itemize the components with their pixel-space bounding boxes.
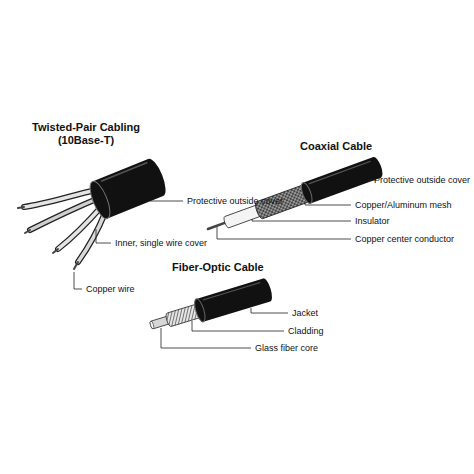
part-label: Cladding (288, 326, 324, 337)
part-label: Copper/Aluminum mesh (355, 200, 452, 211)
part-label: Copper wire (86, 284, 135, 295)
cable-title: Twisted-Pair Cabling (10Base-T) (20, 121, 152, 147)
leader-lines (74, 180, 376, 348)
part-label: Copper center conductor (355, 234, 454, 245)
part-label: Protective outside cover (374, 175, 470, 186)
cable-title: Fiber-Optic Cable (172, 261, 264, 274)
part-label: Jacket (292, 308, 318, 319)
part-label: Insulator (355, 216, 390, 227)
fiber-optic-cable (147, 277, 274, 337)
twisted-pair-wires (18, 190, 105, 269)
part-label: Protective outside cover (187, 196, 283, 207)
twisted-pair-jacket (86, 156, 170, 221)
cable-title: Coaxial Cable (300, 140, 372, 153)
part-label: Inner, single wire cover (115, 238, 207, 249)
part-label: Glass fiber core (255, 343, 318, 354)
